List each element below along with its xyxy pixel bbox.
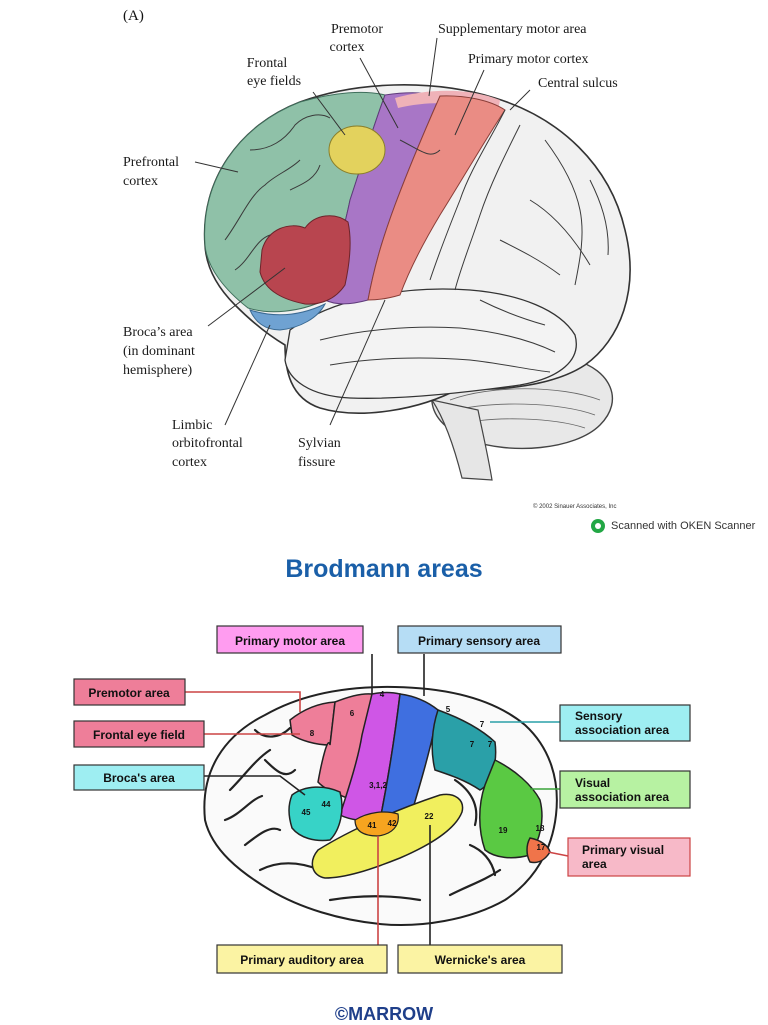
box-frontal-eye-field: Frontal eye field	[74, 721, 204, 747]
svg-text:Primary auditory area: Primary auditory area	[240, 953, 364, 967]
figure-a-brain-lateral: (A)	[0, 0, 768, 540]
panel-label: (A)	[123, 8, 144, 24]
area-number: 5	[446, 705, 451, 714]
area-number: 7	[470, 740, 475, 749]
figure-a-copyright: © 2002 Sinauer Associates, Inc	[533, 503, 616, 510]
label-primary-motor-cortex: Primary motor cortex	[468, 52, 589, 67]
svg-text:Wernicke's area: Wernicke's area	[435, 953, 526, 967]
scanner-text: Scanned with OKEN Scanner	[611, 520, 755, 532]
area-number: 17	[537, 843, 546, 852]
box-premotor: Premotor area	[74, 679, 185, 705]
footer-copyright: ©MARROW	[0, 1004, 768, 1025]
area-number: 8	[310, 729, 315, 738]
scanner-logo-icon	[591, 519, 605, 533]
area-number: 6	[350, 709, 355, 718]
box-primary-auditory: Primary auditory area	[217, 945, 387, 973]
scanner-badge: Scanned with OKEN Scanner	[591, 516, 755, 536]
area-number: 7	[488, 740, 493, 749]
area-number: 45	[302, 808, 311, 817]
area-number: 22	[425, 812, 434, 821]
frontal-eye-region	[329, 126, 385, 174]
label-supplementary-motor-area: Supplementary motor area	[438, 22, 587, 37]
svg-text:Primary motor area: Primary motor area	[235, 634, 345, 648]
svg-text:Premotor area: Premotor area	[88, 686, 170, 700]
label-central-sulcus: Central sulcus	[538, 76, 618, 91]
area-number: 19	[499, 826, 508, 835]
figure-b-brodmann-diagram: 4 6 8 5 7 7 7 3,1,2 44 45 41 42 22 19 18…	[0, 540, 768, 1024]
area-number: 44	[322, 800, 331, 809]
box-brocas-area: Broca's area	[74, 765, 204, 790]
area-number: 18	[536, 824, 545, 833]
svg-text:Broca's area: Broca's area	[103, 771, 175, 785]
box-primary-sensory: Primary sensory area	[398, 626, 561, 653]
area-44-45	[289, 787, 342, 840]
area-number: 41	[368, 821, 377, 830]
box-primary-motor: Primary motor area	[217, 626, 363, 653]
area-number: 7	[480, 720, 485, 729]
area-number: 4	[380, 690, 385, 699]
svg-text:Frontal eye field: Frontal eye field	[93, 728, 185, 742]
area-number: 3,1,2	[369, 781, 387, 790]
box-wernickes-area: Wernicke's area	[398, 945, 562, 973]
svg-text:Primary sensory area: Primary sensory area	[418, 634, 540, 648]
area-number: 42	[388, 819, 397, 828]
